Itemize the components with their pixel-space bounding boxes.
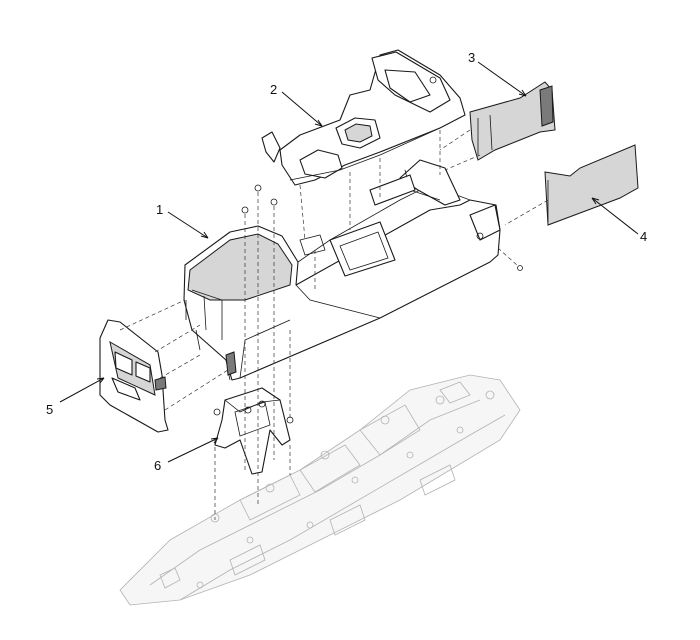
- callout-4-leader: [591, 197, 639, 235]
- fasteners: [213, 184, 523, 424]
- callout-4-label: 4: [640, 229, 647, 244]
- rear-console-cover: [99, 319, 169, 433]
- mounting-bracket: [214, 387, 291, 475]
- callout-4: 4: [591, 197, 647, 244]
- side-cover-right: [469, 81, 556, 161]
- vehicle-floor-frame: [119, 374, 521, 606]
- side-cover-left: [544, 144, 639, 226]
- callout-3-leader: [477, 61, 527, 97]
- callout-5-leader: [59, 377, 105, 403]
- callout-1-label: 1: [156, 202, 163, 217]
- callout-2: 2: [270, 82, 323, 127]
- callout-2-leader: [281, 91, 323, 127]
- callout-1-leader: [167, 211, 209, 239]
- console-body: [183, 159, 501, 381]
- callout-1: 1: [156, 202, 209, 239]
- callout-6-label: 6: [154, 458, 161, 473]
- callout-5: 5: [46, 377, 105, 417]
- assembly-guide-lines: [119, 129, 549, 520]
- callout-3-label: 3: [468, 50, 475, 65]
- console-upper-panel: [261, 49, 466, 186]
- callout-5-label: 5: [46, 402, 53, 417]
- callout-6-leader: [167, 437, 219, 463]
- callout-3: 3: [468, 50, 527, 97]
- callout-6: 6: [154, 437, 219, 473]
- callout-2-label: 2: [270, 82, 277, 97]
